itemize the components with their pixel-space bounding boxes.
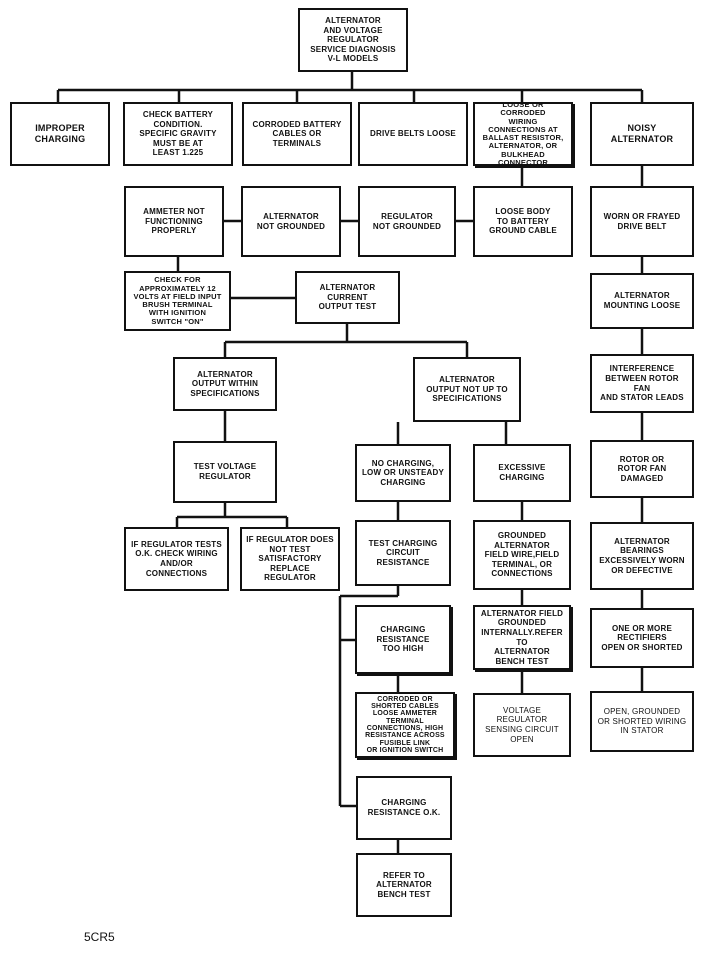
rotor-damaged-text: ROTOR OR ROTOR FAN DAMAGED: [617, 454, 667, 483]
loose-wiring-text: LOOSE OR CORRODED WIRING CONNECTIONS AT …: [482, 100, 564, 167]
test-charging-resistance-text: TEST CHARGING CIRCUIT RESISTANCE: [368, 538, 438, 567]
worn-belt-text: WORN OR FRAYED DRIVE BELT: [603, 211, 681, 231]
test-charging-resistance-box: TEST CHARGING CIRCUIT RESISTANCE: [355, 520, 451, 586]
output-within-text: ALTERNATOR OUTPUT WITHIN SPECIFICATIONS: [190, 369, 260, 398]
rectifiers-box: ONE OR MORE RECTIFIERS OPEN OR SHORTED: [590, 608, 694, 668]
refer-bench-test-box: REFER TO ALTERNATOR BENCH TEST: [356, 853, 452, 917]
excessive-charging-box: EXCESSIVE CHARGING: [473, 444, 571, 502]
field-grounded-internally-box: ALTERNATOR FIELD GROUNDED INTERNALLY.REF…: [473, 605, 571, 670]
improper-charging-text: IMPROPER CHARGING: [34, 123, 86, 144]
alternator-not-grounded-box: ALTERNATOR NOT GROUNDED: [241, 186, 341, 257]
current-output-test-box: ALTERNATOR CURRENT OUTPUT TEST: [295, 271, 400, 324]
check-12v-box: CHECK FOR APPROXIMATELY 12 VOLTS AT FIEL…: [124, 271, 231, 331]
sensing-circuit-open-box: VOLTAGE REGULATOR SENSING CIRCUIT OPEN: [473, 693, 571, 757]
loose-wiring-box: LOOSE OR CORRODED WIRING CONNECTIONS AT …: [473, 100, 573, 167]
corroded-shorted-text: CORRODED OR SHORTED CABLES LOOSE AMMETER…: [365, 695, 445, 755]
resistance-ok-box: CHARGING RESISTANCE O.K.: [356, 776, 452, 840]
output-within-box: ALTERNATOR OUTPUT WITHIN SPECIFICATIONS: [173, 357, 277, 411]
loose-body-box: LOOSE BODY TO BATTERY GROUND CABLE: [473, 186, 573, 257]
output-not-up-box: ALTERNATOR OUTPUT NOT UP TO SPECIFICATIO…: [413, 357, 521, 422]
noisy-alternator-text: NOISY ALTERNATOR: [610, 123, 674, 144]
grounded-field-box: GROUNDED ALTERNATOR FIELD WIRE,FIELD TER…: [473, 520, 571, 590]
drive-belts-loose-box: DRIVE BELTS LOOSE: [358, 102, 468, 166]
regulator-not-test-box: IF REGULATOR DOES NOT TEST SATISFACTORY …: [240, 527, 340, 591]
figure-code: 5CR5: [84, 930, 115, 944]
resistance-ok-text: CHARGING RESISTANCE O.K.: [367, 798, 441, 817]
regulator-not-test-text: IF REGULATOR DOES NOT TEST SATISFACTORY …: [246, 535, 334, 583]
grounded-field-text: GROUNDED ALTERNATOR FIELD WIRE,FIELD TER…: [484, 531, 560, 579]
field-grounded-internally-text: ALTERNATOR FIELD GROUNDED INTERNALLY.REF…: [480, 608, 564, 666]
regulator-tests-ok-box: IF REGULATOR TESTS O.K. CHECK WIRING AND…: [124, 527, 229, 591]
regulator-tests-ok-text: IF REGULATOR TESTS O.K. CHECK WIRING AND…: [131, 539, 222, 578]
regulator-not-grounded-box: REGULATOR NOT GROUNDED: [358, 186, 456, 257]
improper-charging-box: IMPROPER CHARGING: [10, 102, 110, 166]
alternator-not-grounded-text: ALTERNATOR NOT GROUNDED: [256, 211, 326, 231]
ammeter-text: AMMETER NOT FUNCTIONING PROPERLY: [143, 207, 205, 236]
rotor-damaged-box: ROTOR OR ROTOR FAN DAMAGED: [590, 440, 694, 498]
resistance-too-high-box: CHARGING RESISTANCE TOO HIGH: [355, 605, 451, 674]
check-battery-box: CHECK BATTERY CONDITION. SPECIFIC GRAVIT…: [123, 102, 233, 166]
worn-belt-box: WORN OR FRAYED DRIVE BELT: [590, 186, 694, 257]
noisy-alternator-box: NOISY ALTERNATOR: [590, 102, 694, 166]
excessive-charging-text: EXCESSIVE CHARGING: [498, 463, 546, 482]
mounting-loose-text: ALTERNATOR MOUNTING LOOSE: [603, 291, 681, 310]
no-charging-text: NO CHARGING, LOW OR UNSTEADY CHARGING: [361, 458, 445, 487]
interference-text: INTERFERENCE BETWEEN ROTOR FAN AND STATO…: [600, 364, 684, 403]
stator-wiring-text: OPEN, GROUNDED OR SHORTED WIRING IN STAT…: [597, 707, 687, 736]
bearings-box: ALTERNATOR BEARINGS EXCESSIVELY WORN OR …: [590, 522, 694, 590]
corroded-cables-text: CORRODED BATTERY CABLES OR TERMINALS: [252, 119, 342, 148]
bearings-text: ALTERNATOR BEARINGS EXCESSIVELY WORN OR …: [599, 536, 685, 575]
loose-body-text: LOOSE BODY TO BATTERY GROUND CABLE: [489, 207, 557, 236]
ammeter-box: AMMETER NOT FUNCTIONING PROPERLY: [124, 186, 224, 257]
check-battery-text: CHECK BATTERY CONDITION. SPECIFIC GRAVIT…: [139, 110, 217, 158]
check-12v-text: CHECK FOR APPROXIMATELY 12 VOLTS AT FIEL…: [133, 275, 222, 326]
title-box: ALTERNATOR AND VOLTAGE REGULATOR SERVICE…: [298, 8, 408, 72]
refer-bench-test-text: REFER TO ALTERNATOR BENCH TEST: [376, 870, 432, 899]
no-charging-box: NO CHARGING, LOW OR UNSTEADY CHARGING: [355, 444, 451, 502]
test-voltage-regulator-text: TEST VOLTAGE REGULATOR: [193, 462, 257, 481]
title-text: ALTERNATOR AND VOLTAGE REGULATOR SERVICE…: [310, 16, 396, 64]
output-not-up-text: ALTERNATOR OUTPUT NOT UP TO SPECIFICATIO…: [426, 375, 508, 404]
sensing-circuit-open-text: VOLTAGE REGULATOR SENSING CIRCUIT OPEN: [485, 705, 559, 744]
drive-belts-loose-text: DRIVE BELTS LOOSE: [370, 129, 456, 139]
corroded-cables-box: CORRODED BATTERY CABLES OR TERMINALS: [242, 102, 352, 166]
current-output-test-text: ALTERNATOR CURRENT OUTPUT TEST: [318, 283, 377, 312]
rectifiers-text: ONE OR MORE RECTIFIERS OPEN OR SHORTED: [601, 623, 683, 652]
corroded-shorted-box: CORRODED OR SHORTED CABLES LOOSE AMMETER…: [355, 692, 455, 758]
mounting-loose-box: ALTERNATOR MOUNTING LOOSE: [590, 273, 694, 329]
test-voltage-regulator-box: TEST VOLTAGE REGULATOR: [173, 441, 277, 503]
regulator-not-grounded-text: REGULATOR NOT GROUNDED: [372, 211, 442, 231]
resistance-too-high-text: CHARGING RESISTANCE TOO HIGH: [376, 625, 430, 654]
interference-box: INTERFERENCE BETWEEN ROTOR FAN AND STATO…: [590, 354, 694, 413]
stator-wiring-box: OPEN, GROUNDED OR SHORTED WIRING IN STAT…: [590, 691, 694, 752]
